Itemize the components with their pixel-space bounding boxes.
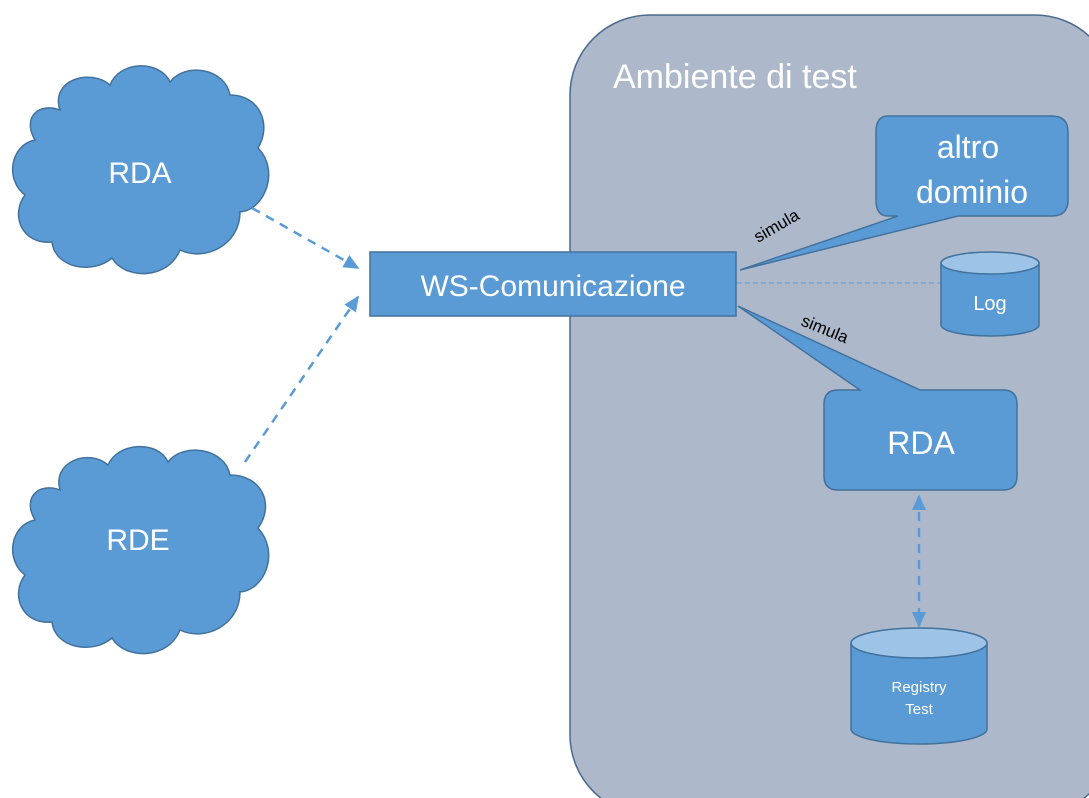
ws-comunicazione-node: WS-Comunicazione [369, 251, 737, 317]
log-database: Log [940, 251, 1040, 337]
rda-box-label: RDA [887, 425, 955, 461]
altro-dominio-callout: altro dominio [739, 115, 1069, 271]
rda-to-gateway-arrow [251, 206, 360, 270]
ws-comunicazione-label: WS-Comunicazione [420, 270, 685, 303]
rde-cloud-label: RDE [106, 524, 169, 557]
registry-test-label-line2: Test [905, 701, 933, 718]
altro-dominio-label-line2: dominio [916, 174, 1028, 210]
rda-box-callout: RDA [737, 305, 1018, 491]
log-database-label: Log [973, 293, 1006, 315]
registry-test-label-line1: Registry [891, 679, 947, 696]
altro-dominio-label-line1: altro [937, 129, 999, 165]
rde-cloud: RDE [11, 445, 270, 655]
rde-to-gateway-arrow [243, 295, 360, 463]
rda-cloud: RDA [11, 65, 270, 275]
rda-cloud-label: RDA [108, 157, 171, 190]
test-environment-title: Ambiente di test [613, 58, 857, 96]
registry-test-database: Registry Test [850, 627, 988, 745]
